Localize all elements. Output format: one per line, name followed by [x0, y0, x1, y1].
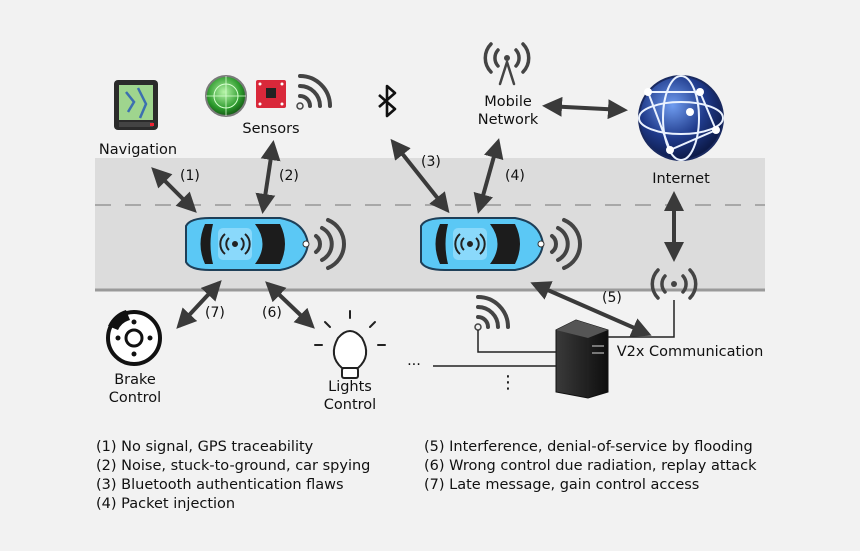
legend-item: (3) Bluetooth authentication flaws [96, 477, 344, 493]
legend-item: (4) Packet injection [96, 496, 236, 512]
arrow-4 [473, 138, 504, 214]
legend-left: (1) No signal, GPS traceability (2) Nois… [96, 438, 370, 514]
link-number-2: (2) [279, 168, 299, 184]
light-bulb-icon [314, 310, 386, 379]
brake-control-label-line2: Control [108, 390, 162, 406]
car-2-icon [420, 217, 545, 271]
link-number-1: (1) [180, 168, 200, 184]
legend-item: (2) Noise, stuck-to-ground, car spying [96, 458, 371, 474]
horizontal-ellipsis: ··· [407, 357, 421, 373]
arrow-3 [390, 138, 450, 214]
internet-label: Internet [652, 171, 710, 187]
brake-control-label-line1: Brake [114, 372, 156, 388]
legend-item: (6) Wrong control due radiation, replay … [424, 458, 757, 474]
arrow-6 [265, 281, 315, 329]
link-number-3: (3) [421, 154, 441, 170]
link-arrows [151, 96, 684, 337]
arrow-2 [255, 140, 281, 214]
connector-lines [433, 300, 675, 367]
legend-item: (1) No signal, GPS traceability [96, 439, 314, 455]
link-number-4: (4) [505, 168, 525, 184]
brake-disc-icon [106, 310, 162, 366]
server-icon [555, 319, 609, 399]
mobile-network-label-line1: Mobile [484, 94, 532, 110]
navigation-device-icon [114, 80, 158, 130]
radar-icon [205, 75, 247, 117]
legend-item: (5) Interference, denial-of-service by f… [424, 439, 753, 455]
vertical-ellipsis: ⋮ [499, 372, 517, 393]
mobile-tower-icon [483, 42, 531, 86]
lights-control-label: Lights Control [310, 378, 390, 414]
arrow-internet-mobile [542, 96, 628, 120]
mobile-network-label: Mobile Network [466, 93, 550, 129]
arrow-5 [530, 281, 652, 337]
link-number-7: (7) [205, 305, 225, 321]
lights-control-label-line1: Lights [328, 379, 372, 395]
legend-right: (5) Interference, denial-of-service by f… [424, 438, 757, 495]
navigation-label: Navigation [98, 142, 178, 158]
sensor-board-icon [256, 80, 286, 108]
v2x-tower-icon [650, 268, 698, 300]
mobile-network-label-line2: Network [477, 112, 539, 128]
v2x-label: V2x Communication [616, 344, 764, 360]
car-1-signal-icon [314, 218, 346, 270]
arrow-1 [151, 167, 197, 213]
car-2-signal-icon [550, 218, 582, 270]
car-1-icon [185, 217, 310, 271]
globe-icon [638, 75, 724, 161]
link-number-6: (6) [262, 305, 282, 321]
link-number-5: (5) [602, 290, 622, 306]
sensors-label: Sensors [242, 121, 300, 137]
arrow-7 [176, 280, 222, 329]
sensor-wave-icon [296, 74, 332, 110]
lights-control-label-line2: Control [323, 397, 377, 413]
bluetooth-icon [378, 84, 397, 118]
roadside-unit-icon [474, 295, 510, 331]
brake-control-label: Brake Control [96, 371, 174, 407]
legend-item: (7) Late message, gain control access [424, 477, 700, 493]
